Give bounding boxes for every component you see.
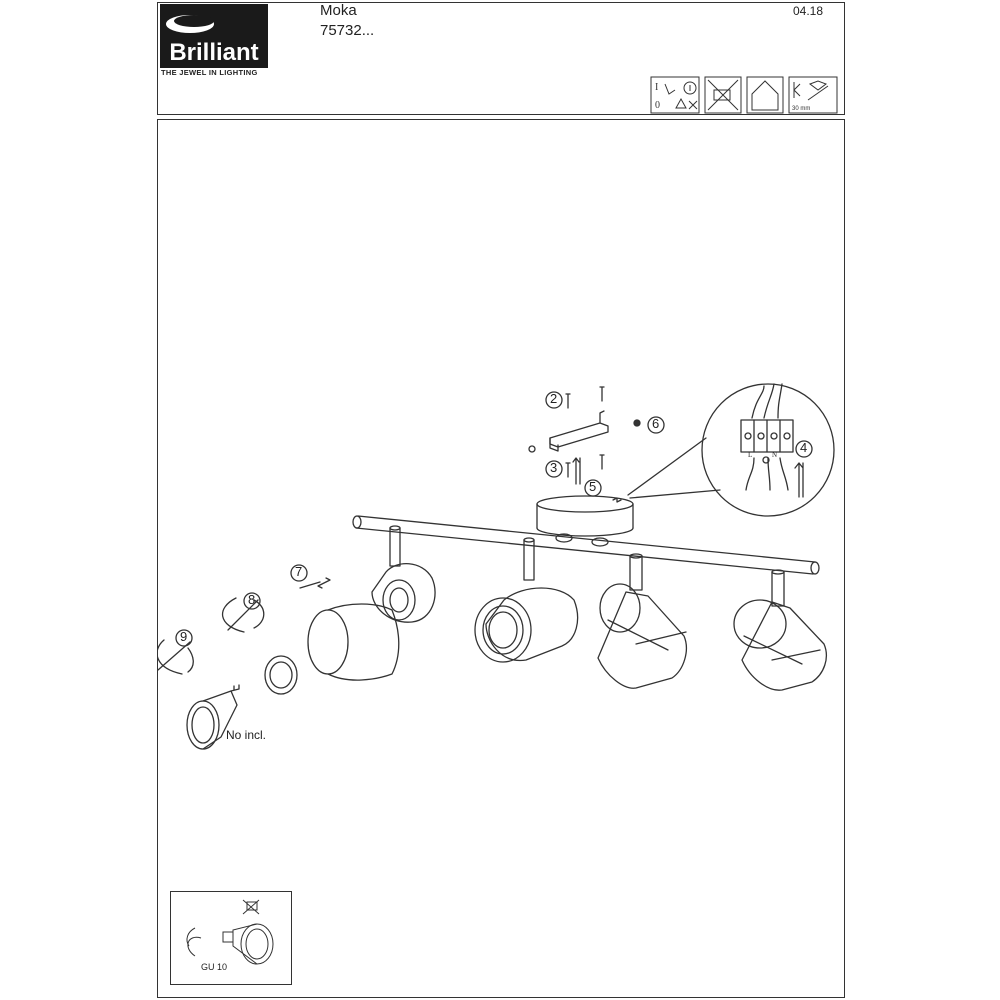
brilliant-logo: Brilliant — [160, 4, 268, 68]
rotate-arrow-icon — [186, 927, 202, 957]
step-marker-6 — [647, 416, 665, 434]
spotlight-head — [371, 525, 436, 623]
lamp-shade — [307, 603, 400, 681]
nut-icon — [633, 419, 641, 427]
svg-text:I: I — [655, 82, 658, 93]
product-name: Moka — [320, 2, 357, 19]
terminal-label-live: L — [748, 451, 753, 459]
spotlight-bar — [352, 515, 820, 575]
step-number-7: 7 — [295, 564, 303, 579]
product-code: 75732... — [320, 22, 375, 39]
mounting-bracket — [549, 410, 609, 452]
bulb-not-included-note: No incl. — [226, 728, 267, 742]
step-number-9: 9 — [180, 629, 188, 644]
step-marker-5 — [584, 479, 602, 497]
bulb-detail-inset — [170, 891, 292, 985]
step-number-2: 2 — [550, 391, 558, 406]
bulb-retaining-ring — [264, 655, 298, 695]
header-frame — [157, 2, 845, 115]
step-number-3: 3 — [550, 460, 558, 475]
indoor-use-house-icon — [746, 76, 784, 114]
step-number-6: 6 — [652, 416, 660, 431]
canopy-joint — [555, 533, 573, 543]
canopy-joint — [591, 537, 609, 547]
spotlight-head — [733, 569, 827, 691]
step-marker-8 — [243, 592, 261, 610]
step-marker-7 — [290, 564, 308, 582]
step-marker-4 — [795, 440, 813, 458]
screw-icon — [565, 386, 605, 478]
washer-icon — [528, 445, 536, 453]
rotate-arrow-icon — [158, 639, 194, 675]
arrow-up-icon — [794, 462, 804, 498]
terminal-label-neutral: N — [772, 451, 778, 459]
svg-text:30 mm: 30 mm — [792, 106, 810, 112]
svg-text:0: 0 — [655, 100, 660, 111]
rotate-arrow-icon — [221, 597, 265, 633]
spotlight-head — [474, 537, 579, 663]
document-date: 04.18 — [793, 4, 824, 18]
safety-symbols: I 0 30 mm — [650, 76, 838, 114]
spotlight-head — [597, 553, 687, 689]
step-marker-9 — [175, 629, 193, 647]
wiring-detail — [627, 383, 835, 517]
arrow-up-icon — [572, 457, 581, 485]
step-number-5: 5 — [589, 479, 597, 494]
step-marker-3 — [545, 460, 563, 478]
canopy — [536, 495, 634, 537]
earth-icon — [762, 456, 770, 464]
step-number-4: 4 — [800, 440, 808, 455]
step-number-8: 8 — [248, 592, 256, 607]
brand-tagline: THE JEWEL IN LIGHTING — [161, 68, 258, 77]
brand-name: Brilliant — [169, 39, 258, 66]
gu10-bulb-detail — [186, 899, 274, 965]
gu10-bulb — [186, 684, 240, 750]
push-arrow-icon — [299, 577, 331, 589]
switch-off-warning-icon: I 0 — [650, 76, 700, 114]
bulb-type-label: GU 10 — [201, 962, 228, 972]
no-wet-install-icon — [704, 76, 742, 114]
main-drawing-frame — [157, 119, 845, 998]
assembly-drawing — [158, 383, 835, 750]
step-marker-2 — [545, 391, 563, 409]
min-distance-30mm-icon: 30 mm — [788, 76, 838, 114]
